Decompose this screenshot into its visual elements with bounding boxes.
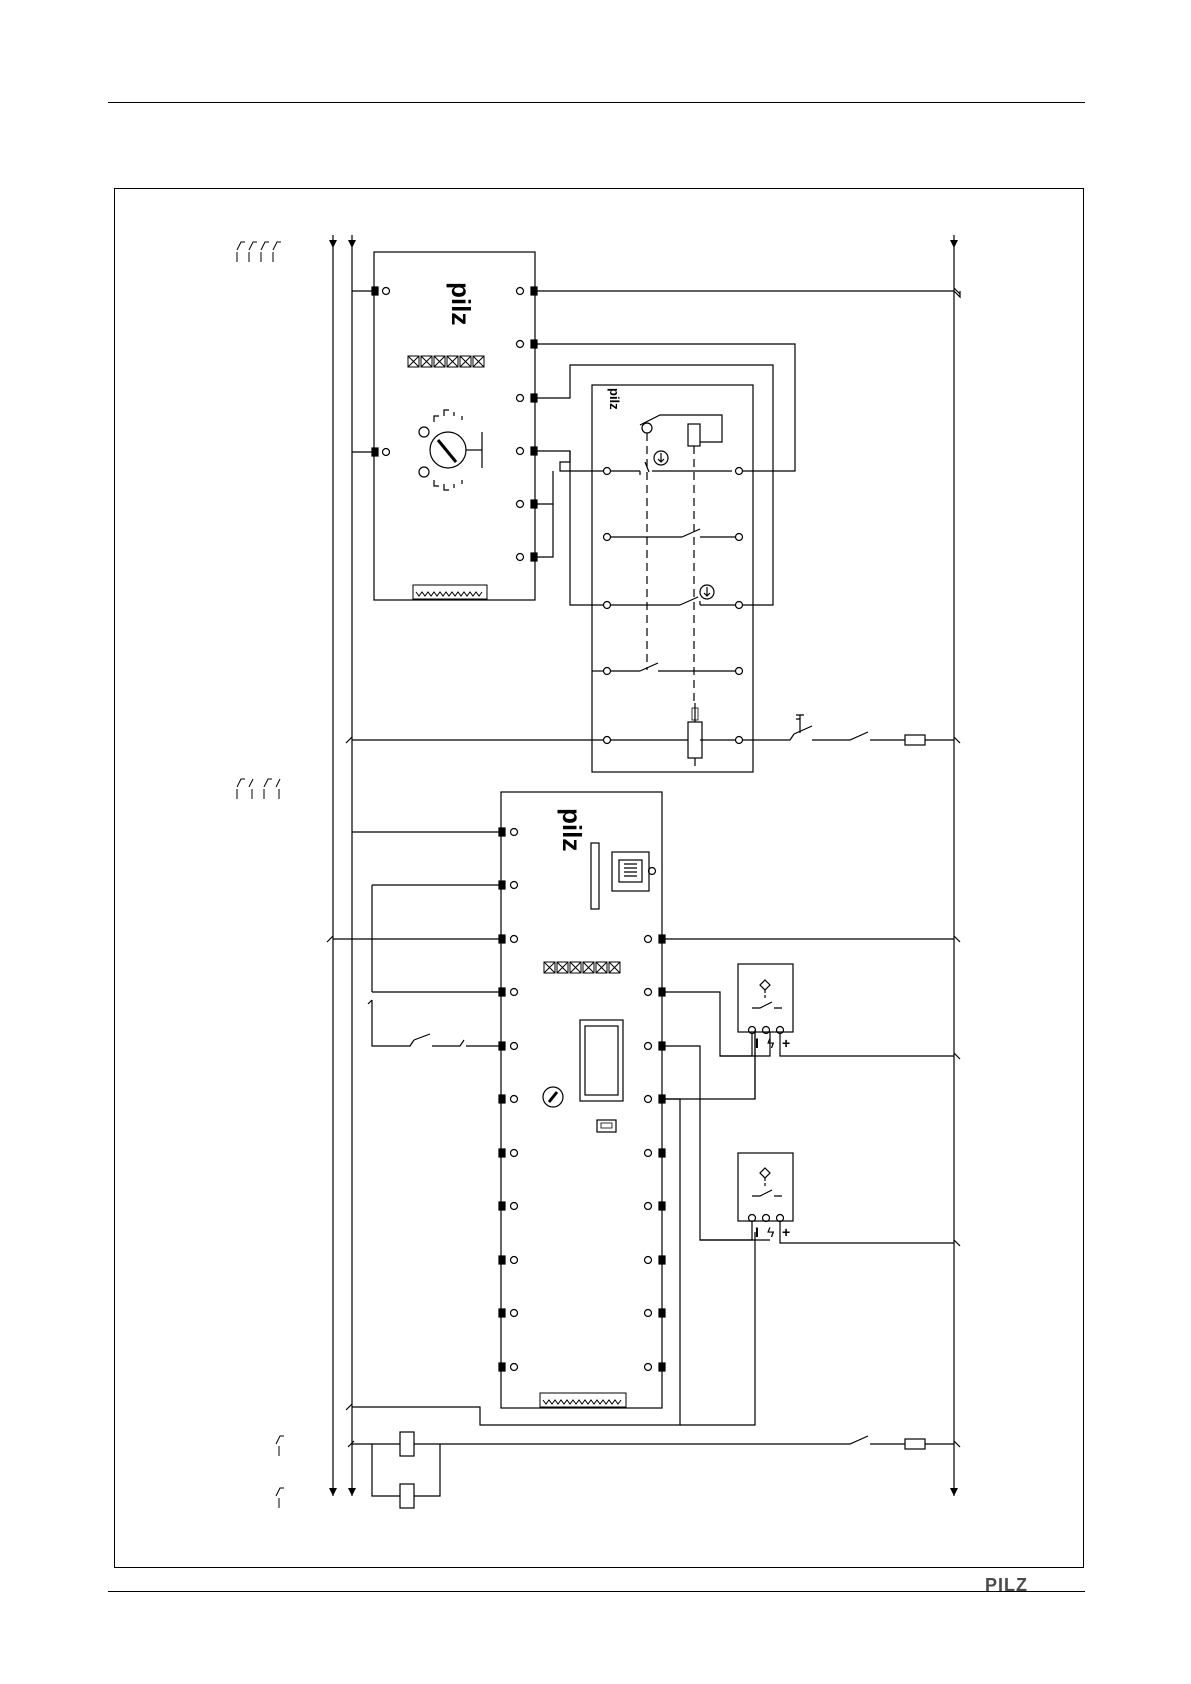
solenoid-icon — [688, 703, 702, 766]
pilz-logo-icon: pilz — [607, 388, 622, 410]
contact-symbol-icon — [237, 242, 284, 1508]
arrow-down-icon — [348, 240, 356, 248]
fuse-icon — [905, 1439, 925, 1449]
rail-arrows — [329, 240, 958, 1496]
svg-text:+: + — [782, 1224, 790, 1240]
proximity-switch-1: I ϟ + — [720, 964, 793, 1056]
proximity-switch-housing — [738, 1153, 793, 1221]
proximity-switch-icon — [752, 980, 782, 1008]
contactor-coil-icon — [400, 1432, 414, 1456]
connector-strip-icon — [413, 585, 487, 599]
bottom-safety-module: pilz — [499, 792, 665, 1408]
top-wiring — [346, 291, 960, 745]
actuator-icon — [640, 415, 722, 446]
led-row-icon — [408, 356, 484, 367]
bottom-module-housing — [501, 792, 662, 1408]
proximity-switch-2: I ϟ + — [700, 1153, 793, 1243]
supply-rails — [237, 235, 958, 1508]
usb-port-icon — [597, 1120, 616, 1132]
display-icon — [580, 1020, 623, 1101]
gate-switch-contacts — [604, 462, 743, 744]
svg-text:I: I — [755, 1035, 759, 1051]
proximity-switch-icon — [752, 1168, 782, 1196]
led-row-icon — [544, 962, 620, 973]
svg-text:ϟ: ϟ — [767, 1035, 775, 1051]
svg-text:I: I — [755, 1224, 759, 1240]
svg-text:+: + — [782, 1035, 790, 1051]
arrow-down-icon — [329, 1488, 337, 1496]
bottom-wiring — [327, 288, 960, 1425]
arrow-down-icon — [950, 1488, 958, 1496]
top-module-terminals-right — [517, 287, 538, 561]
connector-strip-icon — [540, 1393, 626, 1407]
rotary-selector-icon — [419, 410, 482, 490]
pilz-logo-icon: pilz — [446, 282, 476, 325]
svg-text:pilz: pilz — [446, 282, 476, 325]
safety-gate-switch: pilz — [592, 385, 753, 772]
lock-symbol-icon — [654, 451, 714, 599]
gate-switch-housing — [592, 385, 753, 772]
contactor-coil-icon — [400, 1484, 414, 1508]
output-contactors — [348, 1432, 960, 1508]
bottom-module-terminals-left — [499, 828, 518, 1371]
top-safety-module: pilz — [372, 252, 537, 600]
arrow-down-icon — [950, 240, 958, 248]
arrow-down-icon — [348, 1488, 356, 1496]
status-bar-icon — [591, 843, 599, 909]
svg-text:pilz: pilz — [607, 388, 622, 410]
top-module-terminals-left — [372, 287, 390, 456]
pilz-logo-icon: pilz — [557, 808, 587, 851]
svg-text:pilz: pilz — [557, 808, 587, 851]
footer-brand-logo: PILZ — [985, 1575, 1028, 1596]
arrow-down-icon — [329, 240, 337, 248]
reset-button-icon — [543, 1087, 563, 1107]
rj45-port-icon — [612, 852, 656, 891]
svg-text:ϟ: ϟ — [767, 1224, 775, 1240]
